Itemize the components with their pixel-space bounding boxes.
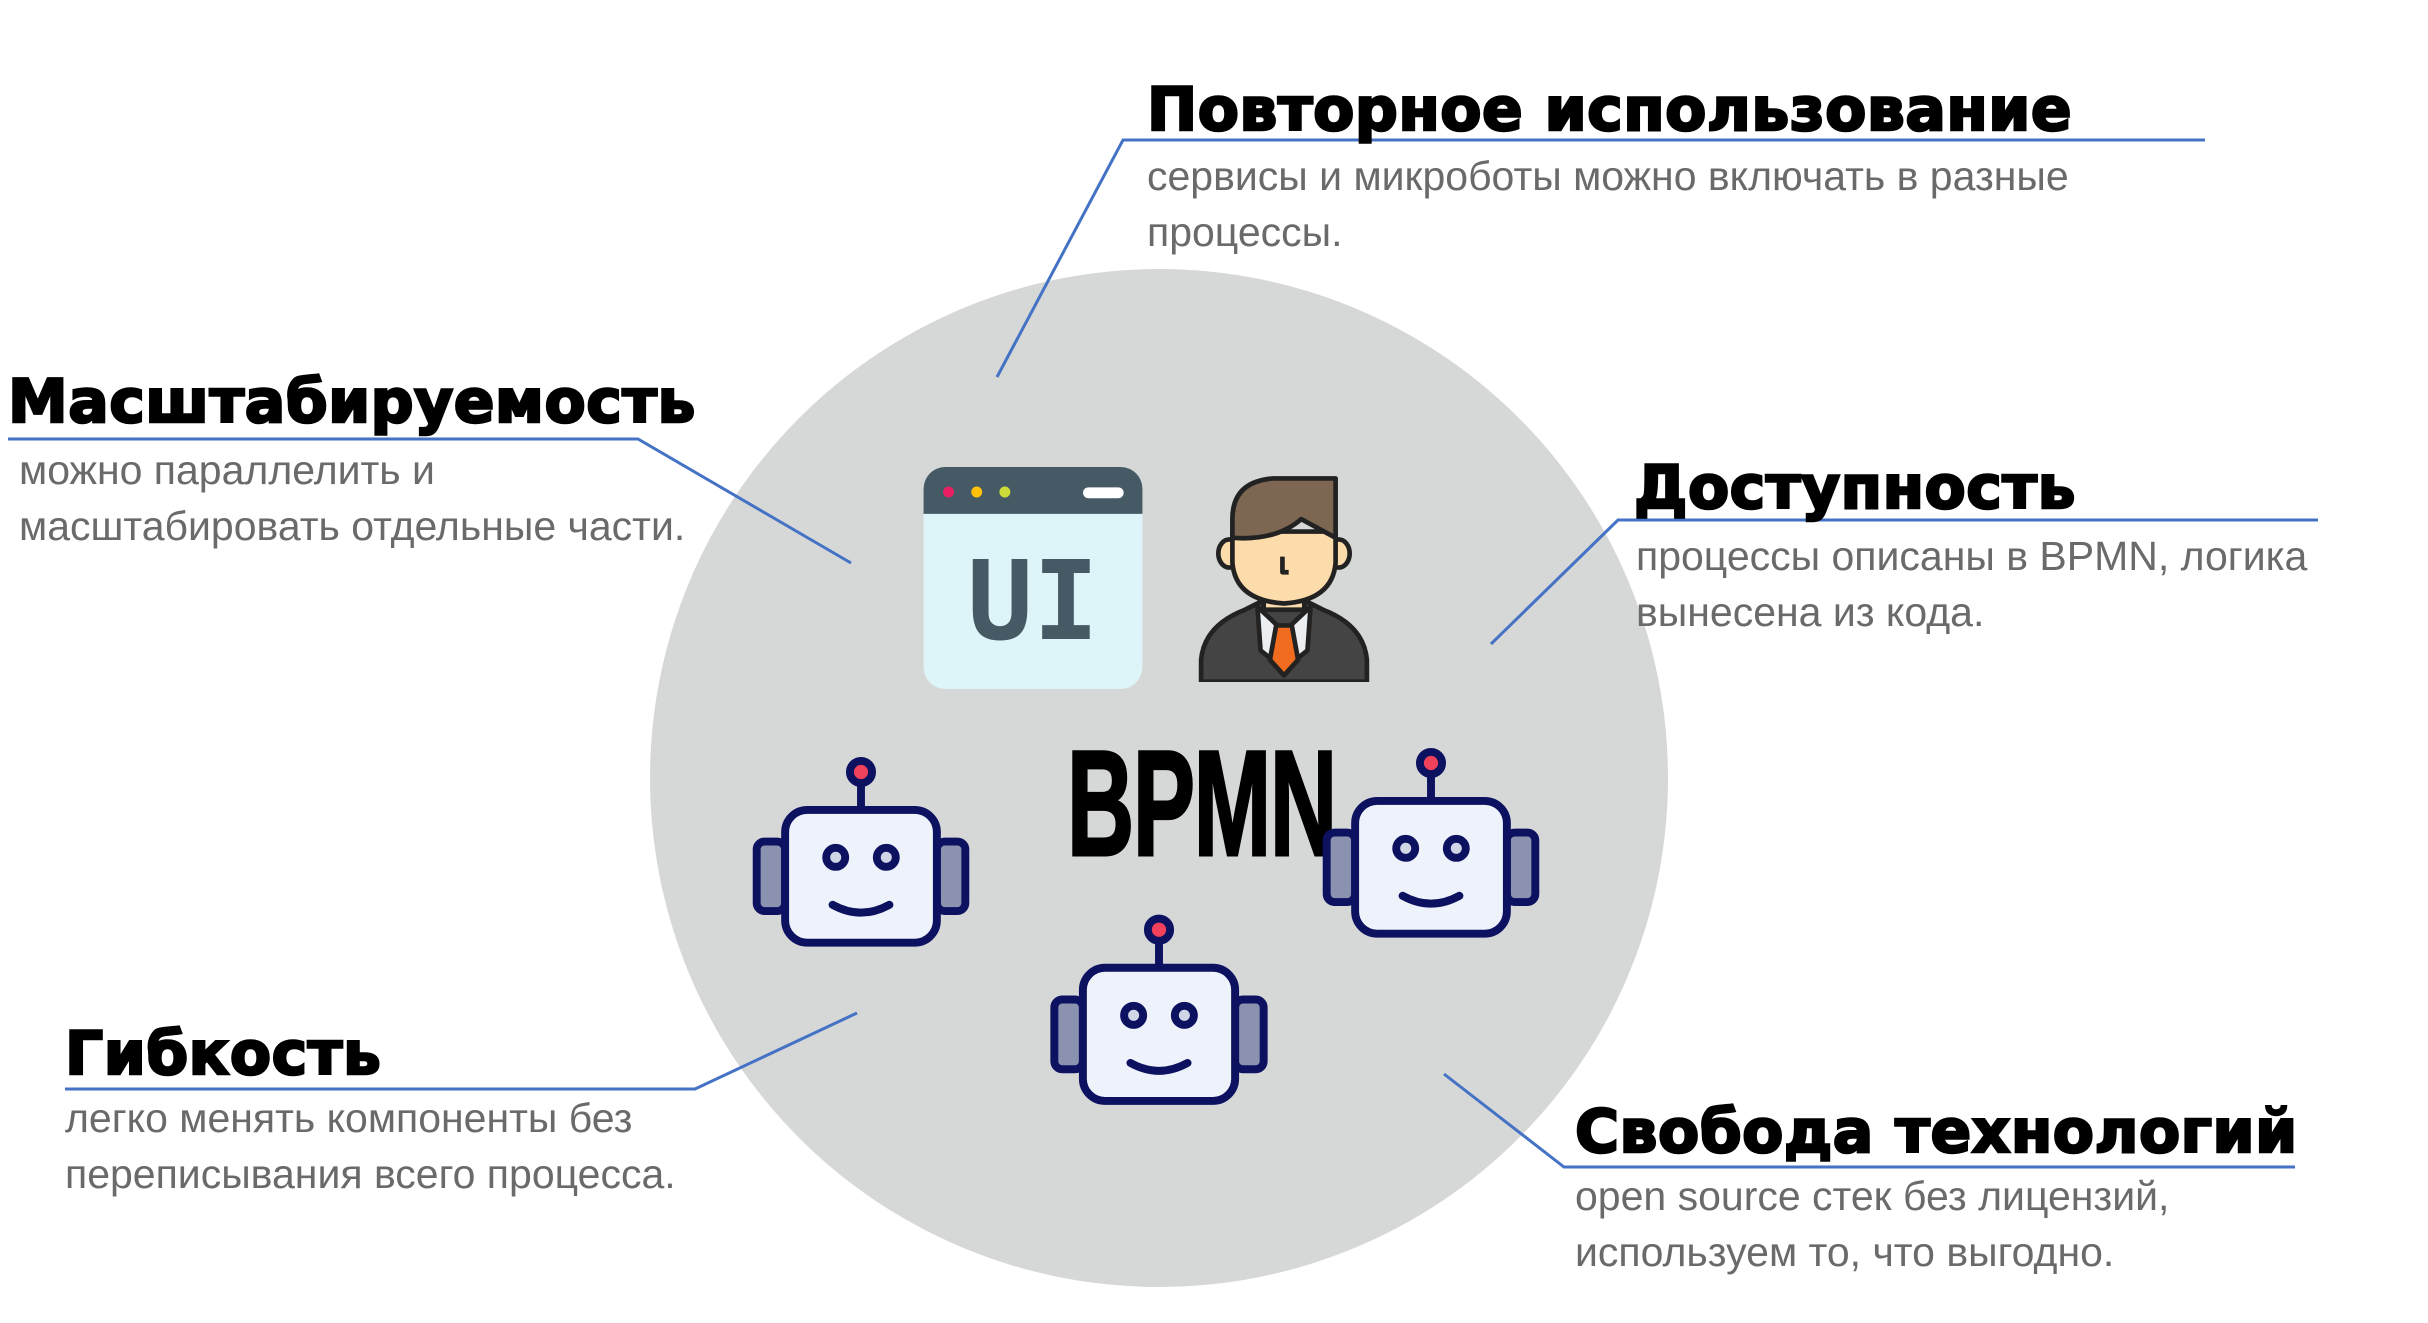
ui-window-icon: UI [923,467,1143,689]
desc-line: процессы описаны в BPMN, логика [1636,533,2308,579]
desc-line: используем то, что выгодно. [1575,1229,2115,1275]
feature-title-accessibility: Доступность [1633,453,2077,523]
desc-line: процессы. [1147,209,1343,255]
connector-scalability [8,437,852,565]
businessman-icon [1198,476,1370,682]
feature-title-scalability: Масштабируемость [7,367,697,437]
connector-accessibility [1489,518,2318,646]
connector-tech-freedom [1443,1072,2295,1169]
connector-flexibility [65,1011,858,1091]
feature-desc-tech-freedom: open source стек без лицензий, используе… [1575,1168,2169,1280]
desc-line: можно параллелить и [19,447,435,493]
robot-icon-left [752,756,970,947]
connector-reuse [995,138,2205,378]
feature-desc-flexibility: легко менять компоненты без переписывани… [65,1090,676,1202]
robot-icon-bottom [1050,914,1268,1105]
desc-line: сервисы и микроботы можно включать в раз… [1147,153,2069,199]
feature-title-tech-freedom: Свобода технологий [1574,1097,2299,1167]
bpmn-label: BPMN [1066,719,1338,887]
desc-line: легко менять компоненты без [65,1095,633,1141]
desc-line: переписывания всего процесса. [65,1151,676,1197]
robot-icon-right [1322,747,1540,938]
desc-line: вынесена из кода. [1636,589,1985,635]
feature-desc-reuse: сервисы и микроботы можно включать в раз… [1147,148,2069,260]
ui-icon-label: UI [967,537,1099,665]
feature-desc-accessibility: процессы описаны в BPMN, логика вынесена… [1636,528,2307,640]
desc-line: open source стек без лицензий, [1575,1173,2170,1219]
feature-title-flexibility: Гибкость [64,1019,382,1089]
desc-line: масштабировать отдельные части. [19,503,686,549]
feature-title-reuse: Повторное использование [1146,75,2073,145]
feature-desc-scalability: можно параллелить и масштабировать отдел… [19,442,685,554]
